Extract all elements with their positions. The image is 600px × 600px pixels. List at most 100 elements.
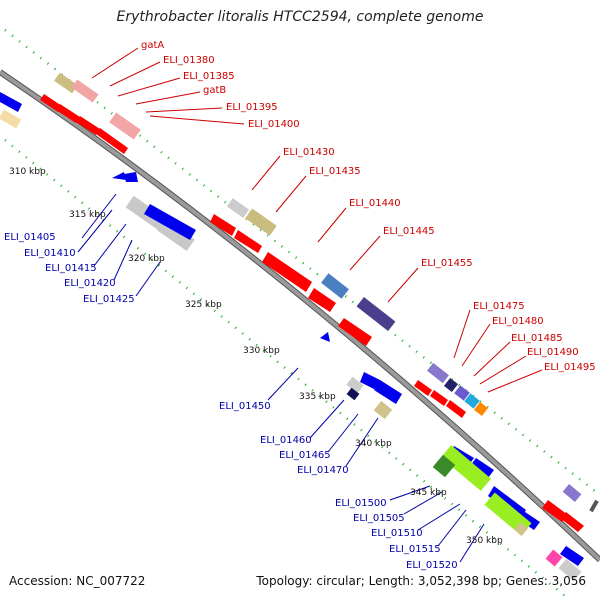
cds-arrow[interactable] xyxy=(96,128,114,144)
cds-feature[interactable] xyxy=(562,484,582,502)
gene-label[interactable]: ELI_01450 xyxy=(219,401,271,412)
accession-text: Accession: NC_007722 xyxy=(9,574,146,588)
tick-label: 340 kbp xyxy=(355,439,392,449)
cds-feature[interactable] xyxy=(545,549,563,567)
gene-label[interactable]: ELI_01410 xyxy=(24,248,76,259)
cds-arrow[interactable] xyxy=(112,172,126,180)
cds-arrow[interactable] xyxy=(308,288,336,312)
gene-label[interactable]: ELI_01475 xyxy=(473,301,525,312)
cds-arrow[interactable] xyxy=(56,104,80,123)
gene-label[interactable]: gatA xyxy=(141,40,164,51)
cds-feature[interactable] xyxy=(440,445,492,491)
leader-line xyxy=(403,491,443,515)
cds-arrow[interactable] xyxy=(124,172,138,182)
leader-line xyxy=(77,209,113,253)
cds-feature[interactable] xyxy=(464,393,480,409)
cds-arrow[interactable] xyxy=(430,390,448,406)
gene-label[interactable]: ELI_01420 xyxy=(64,278,116,289)
cds-arrow[interactable] xyxy=(144,204,196,240)
cds-feature[interactable] xyxy=(443,377,459,393)
leader-line xyxy=(91,47,139,79)
genome-summary-text: Topology: circular; Length: 3,052,398 bp… xyxy=(256,574,586,588)
gene-label[interactable]: ELI_01460 xyxy=(260,435,312,446)
leader-line xyxy=(309,399,345,439)
cds-arrow[interactable] xyxy=(0,92,22,112)
gene-label[interactable]: ELI_01445 xyxy=(383,226,435,237)
gene-label[interactable]: ELI_01485 xyxy=(511,333,563,344)
gene-label[interactable]: ELI_01465 xyxy=(279,450,331,461)
page-title: Erythrobacter litoralis HTCC2594, comple… xyxy=(116,9,484,25)
cds-feature[interactable] xyxy=(245,208,277,236)
leader-line xyxy=(345,417,379,467)
gene-label[interactable]: ELI_01415 xyxy=(45,263,97,274)
gene-label[interactable]: ELI_01500 xyxy=(335,498,387,509)
gene-label[interactable]: ELI_01495 xyxy=(544,362,596,373)
gene-label[interactable]: ELI_01515 xyxy=(389,544,441,555)
cds-arrow[interactable] xyxy=(40,94,62,112)
cds-arrow[interactable] xyxy=(470,458,494,478)
cds-feature[interactable] xyxy=(558,558,582,582)
leader-line xyxy=(145,107,223,113)
cds-arrow[interactable] xyxy=(262,252,312,292)
gene-label[interactable]: gatB xyxy=(203,85,226,96)
cds-feature[interactable] xyxy=(226,198,250,218)
leader-line xyxy=(275,175,307,213)
gene-label[interactable]: ELI_01400 xyxy=(248,119,300,130)
inner-dotted-guide xyxy=(4,139,571,600)
cds-arrow[interactable] xyxy=(76,116,100,135)
cds-arrow[interactable] xyxy=(560,546,584,566)
cds-arrow[interactable] xyxy=(234,230,262,253)
leader-line xyxy=(437,509,467,547)
leader-line xyxy=(327,413,359,453)
cds-arrow[interactable] xyxy=(374,380,402,404)
cds-arrow[interactable] xyxy=(110,138,128,154)
gene-label[interactable]: ELI_01380 xyxy=(163,55,215,66)
gene-label[interactable]: ELI_01430 xyxy=(283,147,335,158)
cds-feature[interactable] xyxy=(346,387,360,401)
cds-feature[interactable] xyxy=(454,385,470,401)
cds-feature[interactable] xyxy=(589,499,599,513)
gene-label[interactable]: ELI_01435 xyxy=(309,166,361,177)
cds-arrow[interactable] xyxy=(210,214,236,236)
tick-label: 320 kbp xyxy=(128,254,165,264)
cds-feature[interactable] xyxy=(109,112,141,140)
gene-label[interactable]: ELI_01385 xyxy=(183,71,235,82)
leader-line xyxy=(93,223,127,267)
gene-label[interactable]: ELI_01440 xyxy=(349,198,401,209)
gene-label[interactable]: ELI_01455 xyxy=(421,258,473,269)
cds-arrow[interactable] xyxy=(414,380,432,396)
cds-feature[interactable] xyxy=(54,72,78,94)
gene-label[interactable]: ELI_01395 xyxy=(226,102,278,113)
cds-feature[interactable] xyxy=(346,376,364,394)
cds-feature[interactable] xyxy=(71,79,99,103)
gene-label[interactable]: ELI_01510 xyxy=(371,528,423,539)
leader-lines xyxy=(77,47,543,563)
cds-feature[interactable] xyxy=(473,401,489,417)
cds-feature[interactable] xyxy=(0,109,22,129)
cds-arrow[interactable] xyxy=(320,332,330,342)
gene-label[interactable]: ELI_01405 xyxy=(4,232,56,243)
cds-feature[interactable] xyxy=(427,362,449,384)
gene-label[interactable]: ELI_01505 xyxy=(353,513,405,524)
tick-label: 350 kbp xyxy=(466,536,503,546)
gene-label[interactable]: ELI_01470 xyxy=(297,465,349,476)
cds-arrow[interactable] xyxy=(560,512,584,532)
cds-feature[interactable] xyxy=(321,273,349,299)
gene-label[interactable]: ELI_01425 xyxy=(83,294,135,305)
cds-feature[interactable] xyxy=(432,454,456,478)
gene-label[interactable]: ELI_01490 xyxy=(527,347,579,358)
cds-arrow[interactable] xyxy=(516,510,540,530)
cds-arrow[interactable] xyxy=(446,400,466,418)
cds-feature[interactable] xyxy=(373,400,393,420)
leader-line xyxy=(459,523,485,563)
cds-feature[interactable] xyxy=(356,296,396,332)
cds-arrow[interactable] xyxy=(360,372,380,390)
leader-line xyxy=(267,367,299,401)
gene-label[interactable]: ELI_01520 xyxy=(406,560,458,571)
gene-label[interactable]: ELI_01480 xyxy=(492,316,544,327)
cds-arrow[interactable] xyxy=(338,318,372,346)
cds-feature[interactable] xyxy=(157,218,195,252)
cds-feature[interactable] xyxy=(513,521,529,537)
